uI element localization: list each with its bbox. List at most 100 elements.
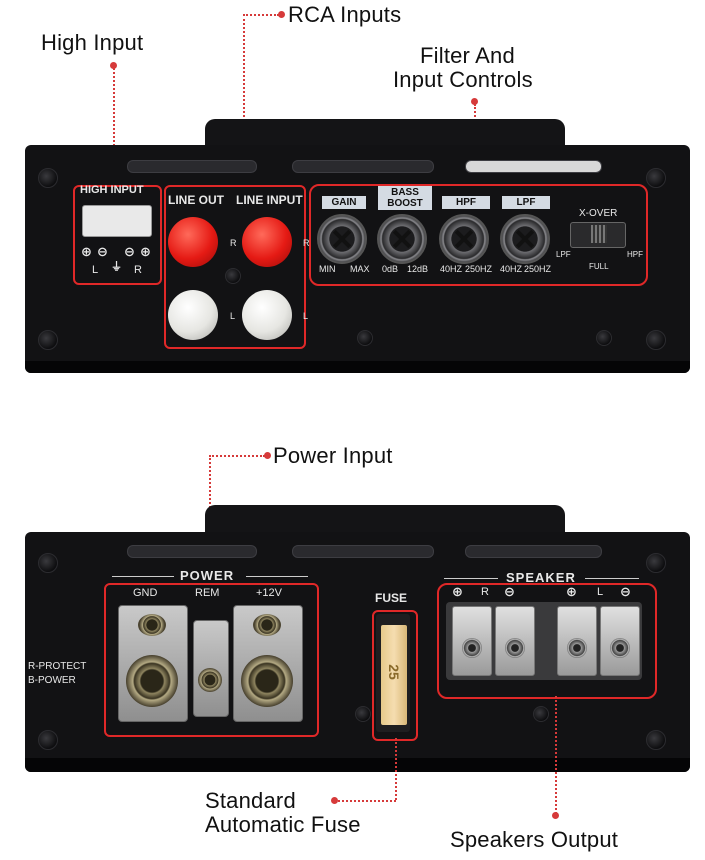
- screw-icon: [596, 330, 612, 346]
- rca-l-label: L: [230, 311, 236, 321]
- rem-label: REM: [195, 587, 220, 599]
- bass-boost-knob[interactable]: [377, 214, 427, 264]
- callout-fuse-line2: Automatic Fuse: [205, 812, 361, 837]
- callout-dot: [110, 62, 117, 69]
- minus-icon: ⊖: [620, 584, 631, 599]
- high-input-right-label: R: [134, 264, 142, 276]
- callout-fuse: Standard Automatic Fuse: [205, 789, 425, 837]
- xover-label: X-OVER: [579, 208, 618, 219]
- high-input-left-label: L: [92, 264, 99, 276]
- gnd-label: GND: [133, 587, 158, 599]
- filter-controls-box: [309, 184, 648, 286]
- screw-icon: [38, 168, 58, 188]
- callout-high-input: High Input: [41, 30, 144, 55]
- rca-line-input-right[interactable]: [242, 217, 292, 267]
- fuse[interactable]: [381, 625, 407, 725]
- panel-slot: [292, 160, 434, 173]
- screw-icon: [646, 730, 666, 750]
- screw-icon: [225, 268, 241, 284]
- rca-r-label: R: [303, 238, 310, 248]
- power-rule: [246, 576, 308, 577]
- xover-lpf-label: LPF: [556, 250, 571, 259]
- minus-icon: ⊖: [504, 584, 515, 599]
- screw-icon: [38, 730, 58, 750]
- screw-icon: [646, 553, 666, 573]
- speaker-terminal-r-minus[interactable]: [495, 606, 535, 676]
- xover-hpf-label: HPF: [627, 250, 643, 259]
- r-protect-label: R-PROTECT: [28, 661, 87, 672]
- speaker-label: SPEAKER: [506, 570, 576, 585]
- callout-line: [395, 738, 397, 800]
- plus-icon: ⊕: [452, 584, 463, 599]
- panel-slot: [127, 545, 257, 558]
- screw-icon: [355, 706, 371, 722]
- hpf-max-label: 250HZ: [465, 264, 493, 274]
- callout-dot: [331, 797, 338, 804]
- high-input-box: [73, 185, 162, 285]
- plus-icon: ⊕: [566, 584, 577, 599]
- ground-icon: ⏚: [111, 261, 122, 273]
- panel-slot: [465, 545, 602, 558]
- rca-line-out-left[interactable]: [168, 290, 218, 340]
- panel-slot: [127, 160, 257, 173]
- callout-filter-line1: Filter And: [420, 43, 515, 68]
- callout-line: [243, 14, 245, 185]
- gain-max-label: MAX: [350, 264, 370, 274]
- speaker-terminal-r-plus[interactable]: [452, 606, 492, 676]
- plus12v-bolt: [241, 655, 293, 707]
- minus-icon: ⊖: [97, 244, 108, 259]
- bass-boost-line1: BASS: [391, 187, 419, 198]
- lpf-label: LPF: [502, 196, 550, 209]
- callout-speakers-output: Speakers Output: [450, 827, 619, 852]
- speaker-box: [437, 583, 657, 699]
- power-rule: [112, 576, 174, 577]
- xover-switch[interactable]: [570, 222, 626, 248]
- power-label: POWER: [180, 568, 235, 583]
- screw-icon: [533, 706, 549, 722]
- high-input-connector[interactable]: [82, 205, 152, 237]
- spk-r-label: R: [481, 586, 489, 598]
- line-input-label: LINE INPUT: [236, 193, 303, 207]
- hpf-knob[interactable]: [439, 214, 489, 264]
- rca-line-input-left[interactable]: [242, 290, 292, 340]
- callout-dot: [471, 98, 478, 105]
- line-out-label: LINE OUT: [168, 193, 224, 207]
- hpf-label: HPF: [442, 196, 490, 209]
- rca-line-out-right[interactable]: [168, 217, 218, 267]
- gain-label: GAIN: [322, 196, 366, 209]
- screw-icon: [646, 168, 666, 188]
- minus-icon: ⊖: [124, 244, 135, 259]
- spk-l-label: L: [597, 586, 604, 598]
- callout-filter-line2: Input Controls: [393, 67, 533, 92]
- callout-line: [243, 14, 279, 16]
- rca-l-label: L: [303, 311, 309, 321]
- callout-line: [113, 68, 115, 186]
- plus12v-label: +12V: [256, 587, 282, 599]
- callout-filter-controls: Filter And Input Controls: [393, 44, 613, 92]
- callout-rca-inputs: RCA Inputs: [288, 2, 402, 27]
- gain-knob[interactable]: [317, 214, 367, 264]
- speaker-rule: [444, 578, 498, 579]
- callout-line: [555, 696, 557, 814]
- screw-icon: [357, 330, 373, 346]
- gnd-top-screw: [138, 614, 166, 636]
- panel-slot: [292, 545, 434, 558]
- callout-power-input: Power Input: [273, 443, 393, 468]
- speaker-terminal-l-plus[interactable]: [557, 606, 597, 676]
- bass-boost-line2: BOOST: [387, 198, 423, 209]
- speaker-rule: [585, 578, 639, 579]
- gain-min-label: MIN: [319, 264, 336, 274]
- callout-dot: [278, 11, 285, 18]
- screw-icon: [38, 553, 58, 573]
- callout-dot: [264, 452, 271, 459]
- rca-box: [164, 185, 306, 349]
- fuse-label: FUSE: [375, 591, 408, 605]
- bass-min-label: 0dB: [382, 264, 399, 274]
- callout-line: [338, 800, 396, 802]
- power-box: [104, 583, 319, 737]
- gnd-bolt: [126, 655, 178, 707]
- fuse-value: 25: [385, 664, 402, 680]
- lpf-knob[interactable]: [500, 214, 550, 264]
- lpf-max-label: 250HZ: [524, 264, 552, 274]
- speaker-terminal-l-minus[interactable]: [600, 606, 640, 676]
